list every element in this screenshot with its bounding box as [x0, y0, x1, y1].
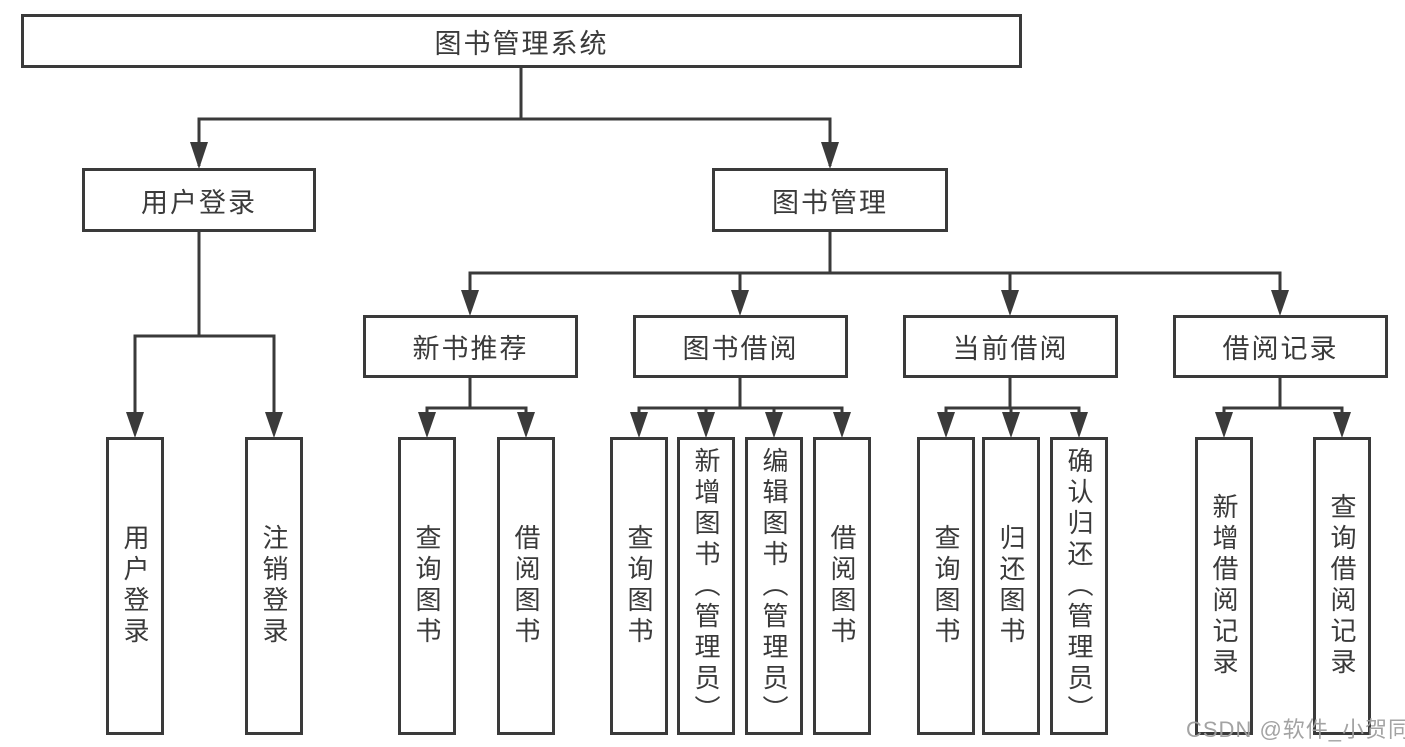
node-library-system-label: 图书管理系统 [434, 28, 609, 59]
leaf-edit-books-admin: 编辑图书（管理员） [745, 437, 803, 735]
leaf-logout: 注销登录 [245, 437, 303, 735]
node-current-borrowing-label: 当前借阅 [952, 334, 1069, 364]
node-book-management: 图书管理 [712, 168, 948, 232]
node-book-borrowing: 图书借阅 [633, 315, 848, 378]
leaf-add-borrow-record: 新增借阅记录 [1195, 437, 1253, 735]
node-current-borrowing: 当前借阅 [903, 315, 1118, 378]
leaf-user-login: 用户登录 [106, 437, 164, 735]
leaf-query-books-borrowing-label: 查询图书 [624, 524, 654, 648]
node-new-book-recommend-label: 新书推荐 [412, 334, 529, 364]
node-user-login: 用户登录 [82, 168, 316, 232]
leaf-confirm-return-admin: 确认归还（管理员） [1050, 437, 1108, 735]
leaf-add-borrow-record-label: 新增借阅记录 [1209, 493, 1239, 679]
node-new-book-recommend: 新书推荐 [363, 315, 578, 378]
leaf-query-books-current-label: 查询图书 [931, 524, 961, 648]
leaf-query-books-current: 查询图书 [917, 437, 975, 735]
node-book-management-label: 图书管理 [772, 187, 888, 218]
leaf-borrow-books-borrowing-label: 借阅图书 [827, 524, 857, 648]
leaf-borrow-books-newbooks-label: 借阅图书 [511, 524, 541, 648]
node-library-system: 图书管理系统 [21, 14, 1022, 68]
leaf-borrow-books-newbooks: 借阅图书 [497, 437, 555, 735]
node-user-login-label: 用户登录 [141, 187, 257, 218]
leaf-return-books: 归还图书 [982, 437, 1040, 735]
leaf-query-books-newbooks-label: 查询图书 [412, 524, 442, 648]
node-book-borrowing-label: 图书借阅 [682, 334, 799, 364]
node-borrow-records-label: 借阅记录 [1222, 334, 1339, 364]
leaf-logout-label: 注销登录 [259, 524, 289, 648]
leaf-borrow-books-borrowing: 借阅图书 [813, 437, 871, 735]
leaf-query-books-borrowing: 查询图书 [610, 437, 668, 735]
leaf-return-books-label: 归还图书 [996, 524, 1026, 648]
leaf-query-borrow-record: 查询借阅记录 [1313, 437, 1371, 735]
leaf-add-books-admin-label: 新增图书（管理员） [691, 446, 721, 726]
leaf-query-borrow-record-label: 查询借阅记录 [1327, 493, 1357, 679]
leaf-query-books-newbooks: 查询图书 [398, 437, 456, 735]
csdn-watermark: CSDN @软件_小贺同学 [1186, 717, 1405, 742]
leaf-confirm-return-admin-label: 确认归还（管理员） [1064, 446, 1094, 726]
leaf-add-books-admin: 新增图书（管理员） [677, 437, 735, 735]
leaf-user-login-label: 用户登录 [120, 524, 150, 648]
node-borrow-records: 借阅记录 [1173, 315, 1388, 378]
leaf-edit-books-admin-label: 编辑图书（管理员） [759, 446, 789, 726]
